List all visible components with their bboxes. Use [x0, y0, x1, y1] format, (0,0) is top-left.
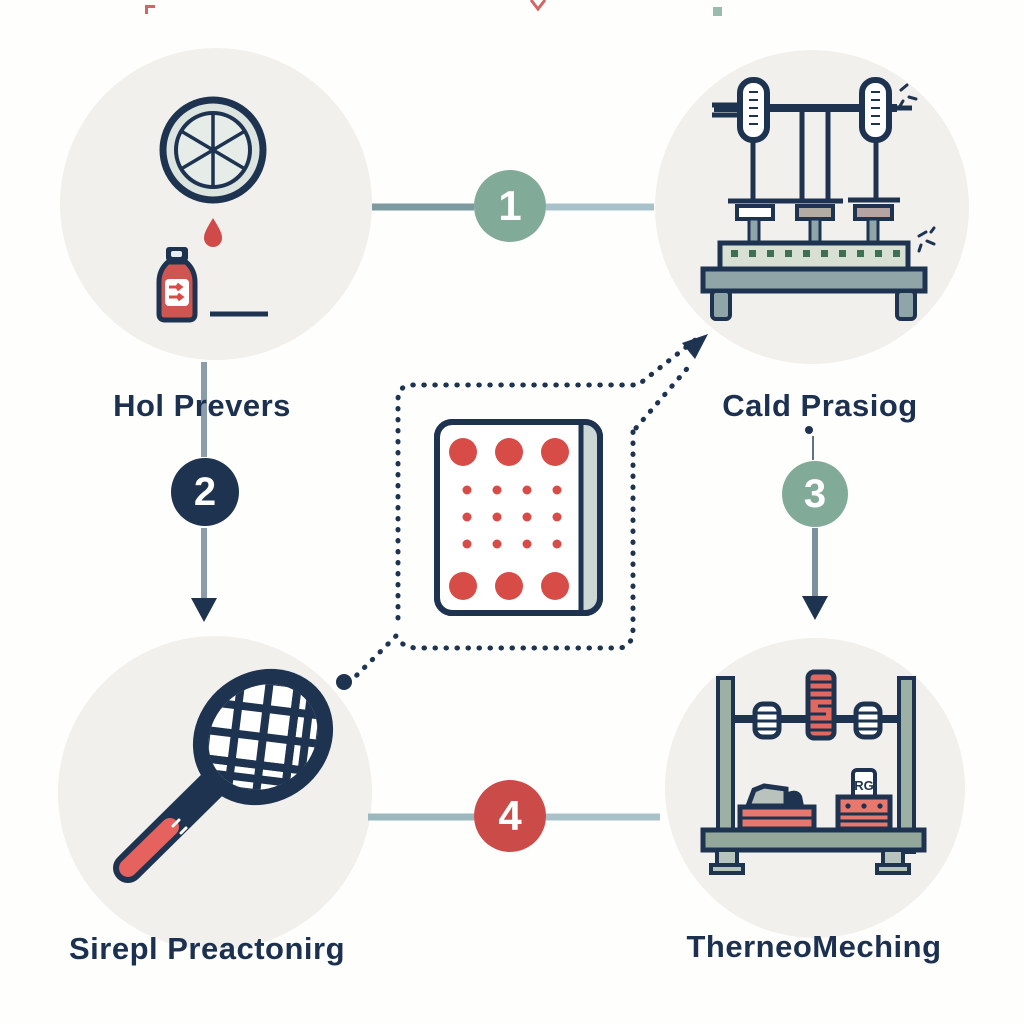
badge-step-3: 3	[782, 461, 848, 527]
large-dots	[449, 438, 569, 600]
machine-table	[700, 827, 927, 853]
label-node-bottom-left: Sirepl Preactonirg	[68, 931, 346, 966]
center-gear	[805, 669, 837, 741]
citrus-juice-bottle-icon	[156, 96, 268, 323]
label-node-top-left: Hol Prevers	[113, 388, 291, 423]
bottle-icon	[156, 247, 198, 323]
badge-step-1: 1	[474, 170, 546, 242]
arrowhead-to-press	[682, 334, 708, 359]
label-node-bottom-right: TherneoMeching	[686, 929, 942, 964]
machine-part-label: RG	[854, 778, 874, 793]
badge-step-2: 2	[171, 458, 239, 526]
node-circle-top-left	[60, 48, 372, 360]
gauge-right	[859, 77, 892, 143]
juice-drop-icon	[204, 218, 222, 247]
small-dots	[462, 485, 562, 549]
dotted-connector-path	[349, 334, 702, 683]
label-node-top-right: Cald Prasiog	[722, 388, 918, 423]
table-green-squares	[731, 250, 900, 257]
connector-step3-arrow	[802, 426, 828, 620]
gauge-left	[737, 77, 770, 143]
press-machine-icon	[700, 77, 928, 321]
roller-machine-icon: RG	[700, 669, 927, 875]
press-base	[700, 266, 928, 294]
decor-specks	[145, 0, 722, 16]
connector-step2-arrow	[191, 362, 217, 622]
sparkle-icon	[898, 83, 936, 253]
roller-right	[853, 701, 883, 740]
racket-handle-grip	[119, 818, 179, 877]
badge-step-4: 4	[474, 780, 546, 852]
arrowhead-down-left	[191, 598, 217, 622]
dotted-mold-plate	[434, 419, 603, 616]
dotted-endpoint-dot	[336, 674, 352, 690]
arrowhead-down-right	[802, 596, 828, 620]
roller-left	[752, 701, 782, 740]
